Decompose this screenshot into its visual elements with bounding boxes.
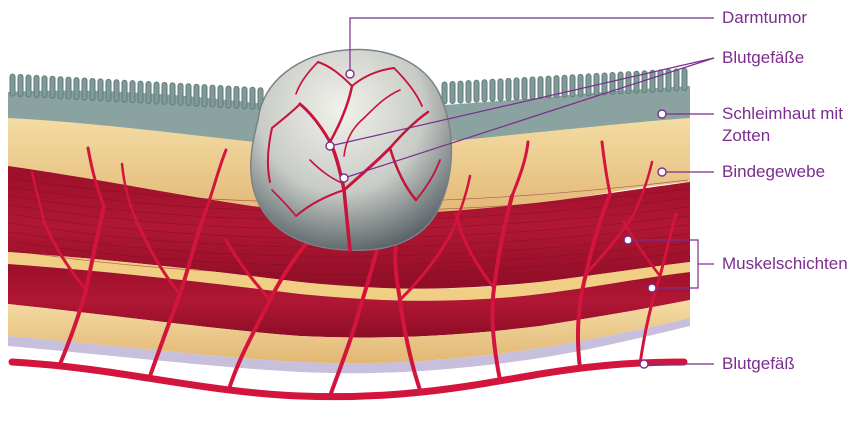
villus: [26, 75, 31, 97]
villus: [226, 86, 231, 108]
pointer-dot-muskel-2: [648, 284, 656, 292]
villus: [626, 72, 631, 94]
villus: [162, 82, 167, 104]
villus: [154, 82, 159, 104]
villus: [466, 81, 471, 103]
villus: [50, 76, 55, 98]
villus: [58, 77, 63, 99]
villus: [450, 82, 455, 104]
villus: [218, 86, 223, 108]
villus: [234, 86, 239, 108]
label-darmtumor: Darmtumor: [722, 7, 807, 29]
villus: [42, 76, 47, 98]
villus: [562, 75, 567, 97]
villus: [82, 78, 87, 100]
villus: [546, 76, 551, 98]
tumor: [251, 49, 452, 250]
villus: [506, 78, 511, 100]
label-blutgefaesse: Blutgefäße: [722, 47, 804, 69]
villus: [490, 79, 495, 101]
villus: [178, 83, 183, 105]
villus: [530, 77, 535, 99]
tumor-body: [251, 49, 452, 250]
villus: [522, 77, 527, 99]
villus: [618, 72, 623, 94]
villus: [202, 85, 207, 107]
villus: [482, 80, 487, 102]
label-muskelschichten: Muskelschichten: [722, 253, 848, 275]
villus: [578, 74, 583, 96]
villus: [250, 87, 255, 109]
villus: [74, 78, 79, 100]
pointer-dot-blutgefaess: [640, 360, 648, 368]
villus: [66, 77, 71, 99]
pointer-dot-blutgefaesse-2: [340, 174, 348, 182]
villus: [130, 81, 135, 103]
pointer-dot-bindegewebe: [658, 168, 666, 176]
pointer-dot-schleimhaut: [658, 110, 666, 118]
villus: [90, 78, 95, 100]
villus: [498, 79, 503, 101]
villus: [538, 77, 543, 99]
villus: [186, 84, 191, 106]
villus: [586, 74, 591, 96]
villus: [138, 81, 143, 103]
villus: [210, 85, 215, 107]
villus: [514, 78, 519, 100]
villus: [570, 75, 575, 97]
villus: [658, 70, 663, 92]
label-schleimhaut-line2: Zotten: [722, 125, 770, 147]
villus: [34, 75, 39, 97]
villus: [10, 74, 15, 96]
villus: [106, 79, 111, 101]
villus: [674, 69, 679, 91]
villus: [194, 84, 199, 106]
villus: [114, 80, 119, 102]
villus: [682, 68, 687, 90]
villus: [98, 79, 103, 101]
villus: [242, 87, 247, 109]
villus: [458, 81, 463, 103]
pointer-dot-muskel-1: [624, 236, 632, 244]
villus: [170, 83, 175, 105]
pointer-dot-blutgefaesse-1: [326, 142, 334, 150]
villus: [18, 75, 23, 97]
pointer-dot-darmtumor: [346, 70, 354, 78]
label-bindegewebe: Bindegewebe: [722, 161, 825, 183]
villus: [474, 80, 479, 102]
villus: [122, 80, 127, 102]
villus: [146, 82, 151, 104]
label-blutgefaess: Blutgefäß: [722, 353, 795, 375]
label-schleimhaut-line1: Schleimhaut mit: [722, 103, 843, 125]
villus: [650, 70, 655, 92]
